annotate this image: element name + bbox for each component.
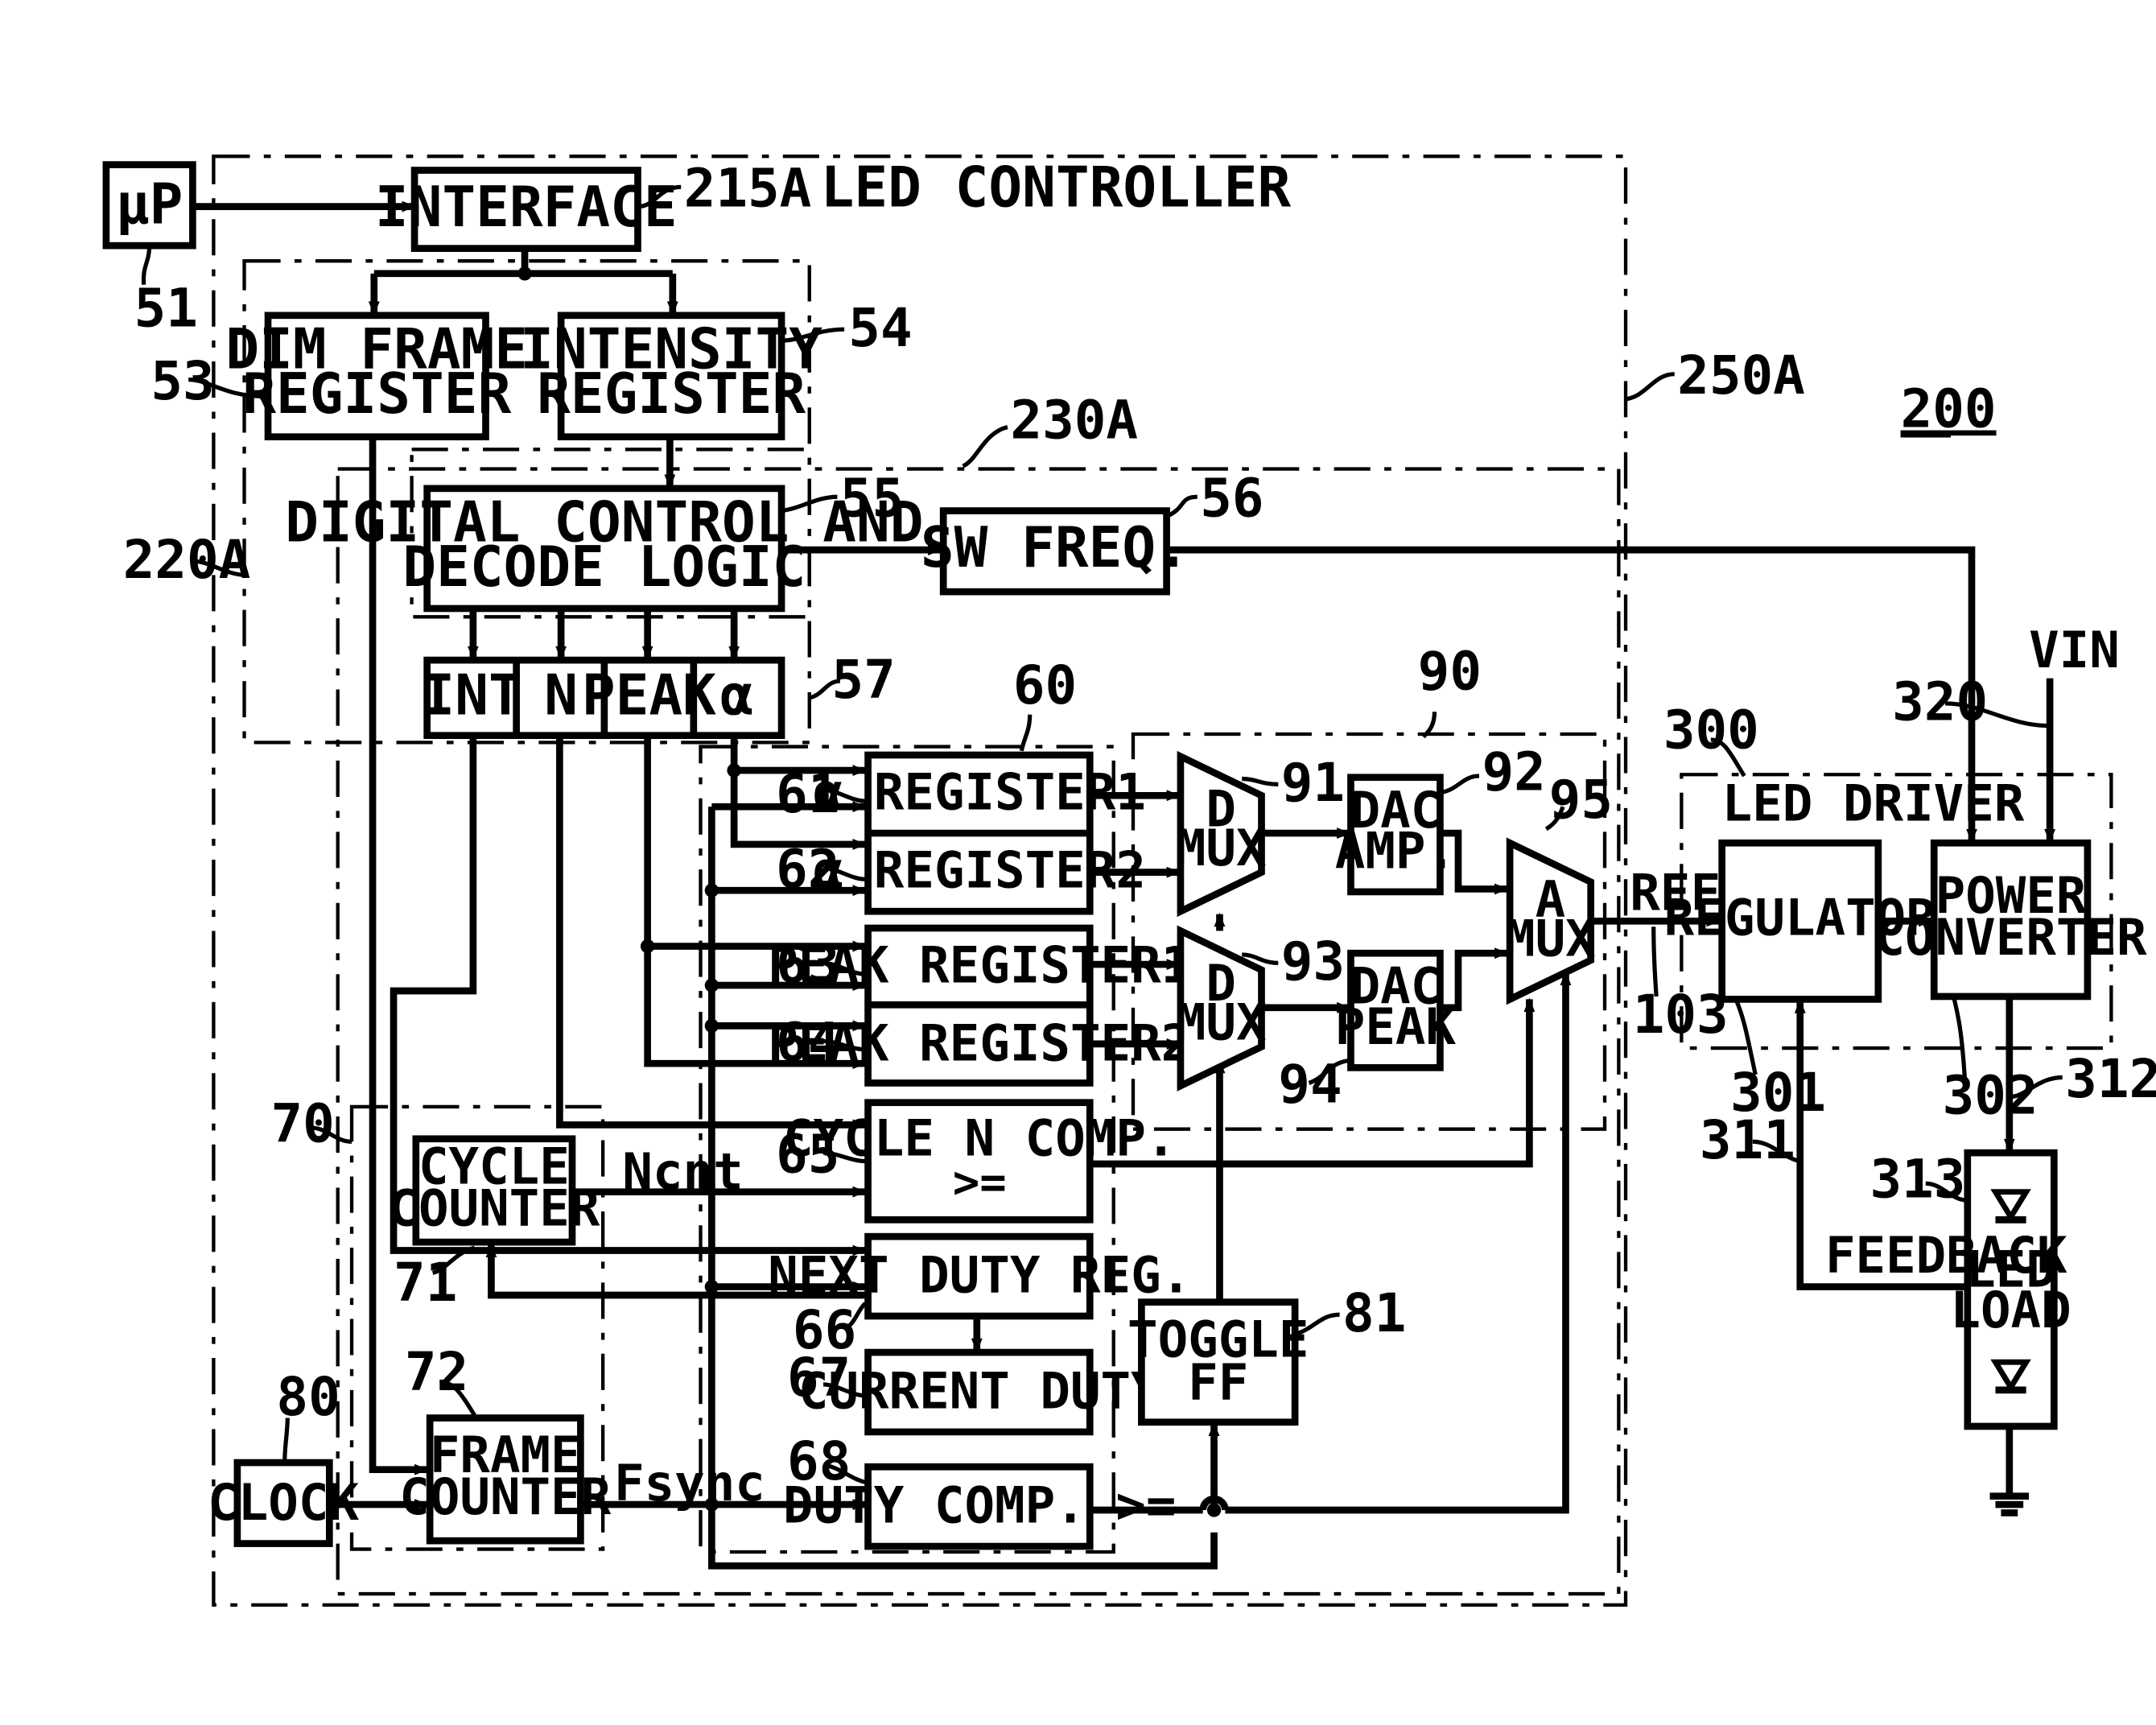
ref-94: 94 (1278, 1054, 1342, 1116)
ref-65: 65 (776, 1123, 839, 1185)
digital-control-block: DIGITAL CONTROL AND DECODE LOGIC (285, 489, 923, 609)
ref-91: 91 (1281, 752, 1345, 814)
signal-feedback: FEEDBACK (1825, 1226, 2067, 1285)
power-converter-line2: CONVERTER (1874, 908, 2147, 967)
dac-peak-block: DAC PEAK (1335, 953, 1457, 1067)
field-int: INT (422, 664, 522, 728)
intensity-register-line2: REGISTER (537, 362, 806, 427)
clock-block: CLOCK (208, 1463, 359, 1544)
ref-230a: 230A (1010, 389, 1138, 451)
cycle-n-comp-block: CYCLE N COMP. >= (783, 1103, 1176, 1220)
cycle-counter-block: CYCLE COUNTER (388, 1137, 600, 1242)
next-duty-reg-label: NEXT DUTY REG. (768, 1246, 1191, 1305)
signal-ncnt: Ncnt (622, 1142, 743, 1201)
ref-64: 64 (776, 1012, 839, 1074)
ref-56: 56 (1200, 468, 1264, 530)
ref-103: 103 (1633, 984, 1729, 1046)
ref-68: 68 (787, 1430, 851, 1492)
decode-fields-block: INT N PEAK α (422, 660, 782, 736)
dim-frame-register-line2: REGISTER (242, 362, 511, 427)
alpha-registers-block: α REGISTER1 α REGISTER2 (814, 755, 1146, 911)
ref-90: 90 (1418, 641, 1482, 703)
ref-63: 63 (776, 934, 839, 996)
field-peak: PEAK (582, 664, 716, 728)
ref-313: 313 (1869, 1149, 1965, 1211)
ref-70: 70 (270, 1092, 334, 1154)
ref-312: 312 (2065, 1048, 2156, 1110)
frame-counter-block: FRAME COUNTER (399, 1418, 611, 1541)
ref-300: 300 (1663, 699, 1759, 761)
ref-57: 57 (831, 649, 895, 711)
ref-71: 71 (394, 1252, 457, 1314)
toggle-ff-line2: FF (1188, 1353, 1248, 1412)
ref-302: 302 (1943, 1065, 2039, 1127)
ref-80: 80 (276, 1366, 340, 1428)
cycle-counter-line2: COUNTER (388, 1178, 600, 1237)
ref-250a: 250A (1677, 345, 1805, 406)
current-duty-label: CURRENT DUTY (798, 1361, 1161, 1420)
led-load-block: LED LOAD (1950, 1153, 2071, 1426)
a-mux: A MUX (1505, 843, 1596, 999)
ref-200: 200 (1901, 378, 1997, 440)
led-load-line2: LOAD (1950, 1281, 2071, 1339)
ref-81: 81 (1342, 1282, 1406, 1344)
led-controller-title: LED CONTROLLER (821, 156, 1292, 221)
ref-220a: 220A (123, 529, 251, 591)
ref-62: 62 (776, 839, 839, 901)
d-mux-bottom-line2: MUX (1176, 993, 1267, 1052)
frame-counter-line2: COUNTER (399, 1467, 611, 1526)
toggle-ff-block: TOGGLE FF (1127, 1302, 1309, 1422)
ref-311: 311 (1700, 1109, 1795, 1171)
ref-53: 53 (150, 350, 214, 412)
ref-215a: 215A (684, 158, 812, 220)
dac-amp-line2: AMP. (1335, 821, 1456, 880)
field-n: N (544, 664, 578, 728)
ref-54: 54 (848, 297, 912, 359)
ref-92: 92 (1482, 741, 1545, 803)
intensity-register-block: INTENSITY REGISTER (520, 316, 822, 437)
dac-amp-block: DAC AMP. (1335, 778, 1456, 892)
ref-51: 51 (134, 278, 198, 340)
interface-label: INTERFACE (375, 175, 678, 240)
signal-fsync: Fsync (614, 1454, 765, 1512)
up-block: μP (106, 165, 192, 246)
interface-block: INTERFACE (375, 171, 678, 249)
field-alpha: α (720, 664, 754, 728)
digital-control-line2: DECODE LOGIC (402, 535, 806, 600)
d-mux-top-line2: MUX (1176, 819, 1267, 877)
clock-label: CLOCK (208, 1473, 359, 1532)
dac-peak-line2: PEAK (1335, 997, 1457, 1056)
ref-95: 95 (1549, 769, 1613, 831)
led-driver-title: LED DRIVER (1722, 774, 2025, 832)
ref-67: 67 (787, 1347, 851, 1409)
ref-320: 320 (1892, 671, 1988, 733)
ref-93: 93 (1281, 931, 1345, 992)
dim-frame-register-block: DIM FRAME REGISTER (225, 316, 528, 437)
power-converter-block: POWER CONVERTER (1874, 843, 2147, 997)
ref-72: 72 (405, 1341, 468, 1403)
alpha-register2-label: α REGISTER2 (814, 841, 1146, 900)
signal-ref: REF (1630, 863, 1721, 922)
ref-55: 55 (840, 468, 904, 530)
signal-vin: VIN (2029, 621, 2120, 679)
d-mux-bottom: D MUX (1176, 931, 1267, 1085)
ref-61: 61 (776, 763, 839, 825)
sw-freq-block: SW FREQ. (921, 511, 1189, 592)
a-mux-line2: MUX (1505, 910, 1596, 968)
ref-60: 60 (1013, 654, 1077, 716)
cycle-n-comp-line2: >= (953, 1158, 1007, 1209)
alpha-register1-label: α REGISTER1 (814, 763, 1146, 822)
up-label: μP (116, 172, 183, 237)
sw-freq-label: SW FREQ. (921, 516, 1189, 580)
